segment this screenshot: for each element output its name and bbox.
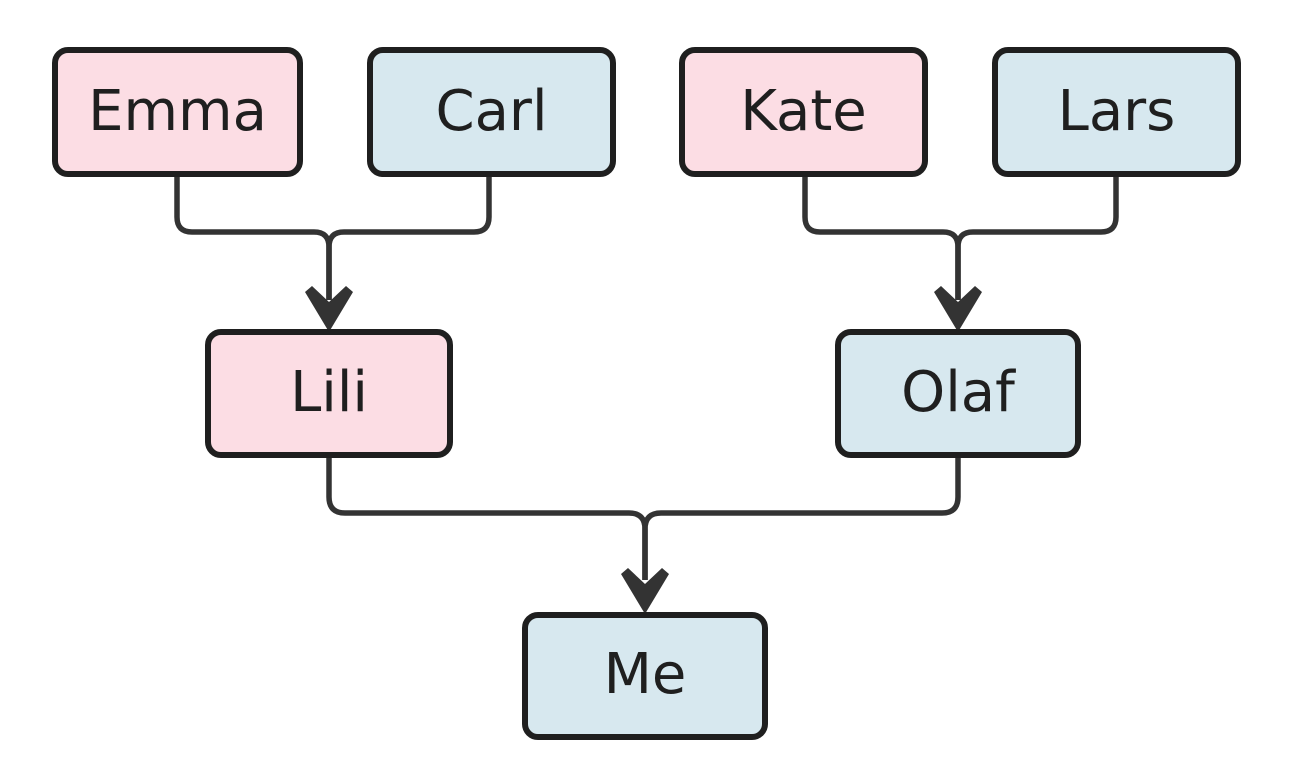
node-carl[interactable]: Carl: [367, 47, 616, 177]
edge-carl-lili[interactable]: [326, 174, 492, 300]
node-lars[interactable]: Lars: [992, 47, 1241, 177]
node-olaf-shape[interactable]: [835, 329, 1081, 458]
edge-lars-olaf[interactable]: [955, 174, 1119, 300]
node-kate[interactable]: Kate: [679, 47, 928, 177]
node-carl-shape[interactable]: [367, 47, 616, 177]
node-emma-shape[interactable]: [52, 47, 303, 177]
node-layer: Emma Carl Kate Lars Lili: [52, 47, 1241, 740]
node-emma[interactable]: Emma: [52, 47, 303, 177]
node-olaf[interactable]: Olaf: [835, 329, 1081, 458]
edge-olaf-me[interactable]: [642, 455, 961, 580]
edge-lili-me[interactable]: [326, 455, 669, 614]
node-me-shape[interactable]: [522, 612, 768, 740]
node-me[interactable]: Me: [522, 612, 768, 740]
node-kate-shape[interactable]: [679, 47, 928, 177]
node-lars-shape[interactable]: [992, 47, 1241, 177]
node-lili-shape[interactable]: [205, 329, 453, 458]
node-lili[interactable]: Lili: [205, 329, 453, 458]
edge-layer: [174, 174, 1119, 614]
